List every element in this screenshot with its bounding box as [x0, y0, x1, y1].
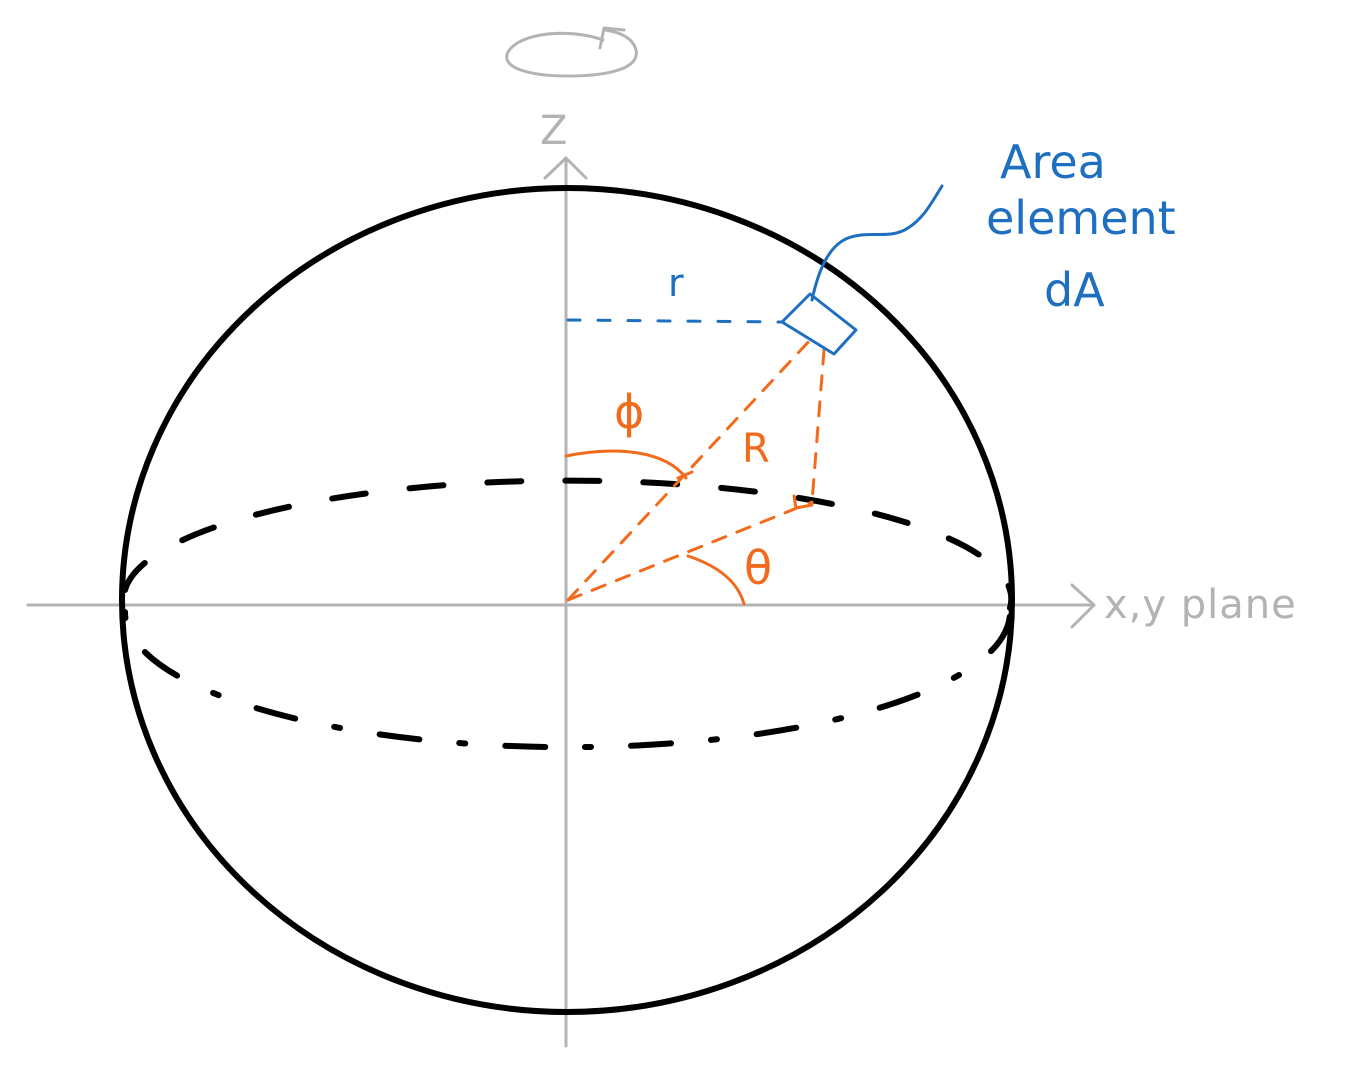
R-label: R	[742, 426, 770, 472]
rotation-arrow-icon	[505, 28, 638, 78]
xy-axis-arrowhead	[1070, 583, 1096, 629]
z-axis-label: Z	[540, 108, 567, 154]
r-label: r	[668, 261, 684, 305]
r-distance-line	[566, 318, 784, 324]
area-label-line1: Area	[1000, 135, 1106, 189]
area-element-dA	[780, 292, 858, 356]
z-axis-arrowhead	[543, 156, 588, 180]
theta-arc	[686, 554, 746, 606]
construction-lines	[564, 336, 826, 606]
area-label-leader	[810, 184, 944, 302]
equator-front-half	[122, 609, 1013, 751]
theta-label: θ	[744, 541, 772, 595]
phi-arc	[564, 449, 688, 480]
projection-line	[566, 500, 814, 602]
phi-arc-tick	[676, 470, 694, 480]
rotation-arrowhead-icon	[598, 26, 626, 50]
area-label-line2: element	[986, 191, 1176, 245]
equator-back-half	[122, 477, 1015, 611]
vertical-drop-line	[810, 348, 826, 504]
axes	[26, 26, 1096, 1048]
area-label-line3: dA	[1044, 263, 1105, 317]
phi-label: ϕ	[614, 385, 644, 439]
area-element-group	[566, 184, 944, 356]
xy-plane-label: x,y plane	[1104, 582, 1297, 628]
equator-ellipse	[122, 477, 1015, 751]
right-angle-marker	[792, 494, 814, 510]
radius-R-line	[566, 336, 814, 602]
